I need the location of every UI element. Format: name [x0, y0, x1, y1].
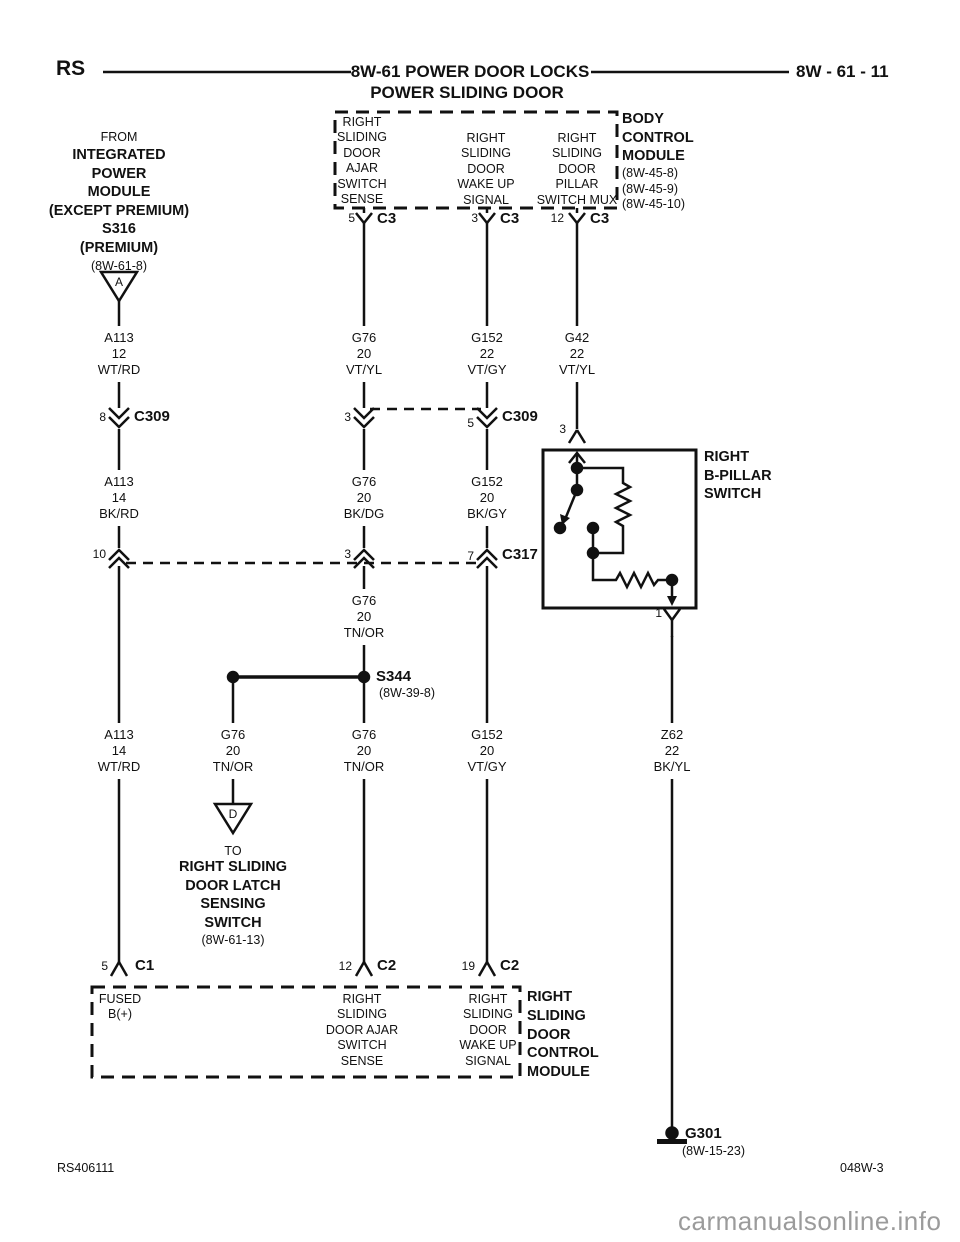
pin-number-bpillar-3: 3: [559, 422, 566, 436]
c3-connector-icons: [355, 212, 586, 226]
connector-label-c3-1: C3: [377, 210, 397, 227]
watermark: carmanualsonline.info: [678, 1206, 942, 1236]
ground-g301-ref: (8W-15-23): [682, 1144, 745, 1158]
footer-drawing-number: RS406111: [57, 1161, 115, 1175]
source-line: MODULE: [87, 184, 151, 201]
connector-label-c2-19: C2: [500, 957, 520, 974]
rsdcm-connector-icons: [109, 961, 497, 977]
pin-number-c3-2: 3: [471, 211, 478, 225]
pin-number-c1: 5: [101, 959, 108, 973]
bpillar-pin1-connector-icon: [662, 608, 682, 637]
pin-number-c309-1: 8: [99, 410, 106, 424]
pin-number-bpillar-1: 1: [655, 606, 662, 620]
pin-number-c2-19: 19: [461, 959, 475, 973]
connector-label-c317: C317: [502, 546, 538, 563]
latch-switch-label: TO RIGHT SLIDING DOOR LATCH SENSING SWIT…: [179, 844, 287, 948]
c309-connector-icons: [108, 407, 498, 429]
bpillar-switch-box: [541, 448, 698, 610]
latch-ref: (8W-61-13): [201, 933, 265, 948]
source-line: (EXCEPT PREMIUM): [48, 202, 190, 219]
source-ref: (8W-61-8): [90, 258, 148, 273]
pin-number-c2-12: 12: [338, 959, 352, 973]
triangle-d-letter: D: [228, 807, 238, 821]
splice-s344-ref: (8W-39-8): [379, 686, 436, 700]
pin-number-c3-1: 5: [348, 211, 355, 225]
connector-label-c1: C1: [135, 957, 155, 974]
ground-g301-icon: [657, 1126, 687, 1144]
pin-number-c317-2: 3: [344, 547, 351, 561]
connector-label-c2-12: C2: [377, 957, 397, 974]
rsdcm-box: [90, 985, 522, 1079]
rsdcm-module-name: RIGHT SLIDING DOOR CONTROL MODULE: [527, 989, 599, 1081]
source-module-label: FROM INTEGRATED POWER MODULE (EXCEPT PRE…: [49, 129, 189, 275]
header-subtitle: POWER SLIDING DOOR: [370, 83, 564, 102]
header-left-code: RS: [56, 57, 86, 80]
pin-number-c309-3: 5: [467, 416, 474, 430]
source-line: S316: [102, 221, 136, 238]
splice-s344-label: S344: [376, 668, 412, 685]
pin-number-c317-3: 7: [467, 549, 474, 563]
connector-label-c3-2: C3: [500, 210, 520, 227]
source-line: FROM: [100, 130, 138, 144]
splice-s344-icon: [226, 670, 371, 684]
header-title: 8W-61 POWER DOOR LOCKS: [350, 62, 590, 81]
connector-label-c309-1: C309: [134, 408, 170, 425]
triangle-a-icon: [98, 270, 140, 304]
connector-label-c3-3: C3: [590, 210, 610, 227]
header-page-number: 8W - 61 - 11: [796, 62, 889, 81]
source-line: POWER: [91, 165, 147, 182]
pin-number-c309-2: 3: [344, 410, 351, 424]
triangle-d-icon: [212, 802, 254, 836]
pin-number-c317-1: 10: [92, 547, 106, 561]
source-line: (PREMIUM): [79, 239, 159, 256]
bpillar-switch-internals: [553, 461, 679, 606]
bpillar-switch-label: RIGHT B-PILLAR SWITCH: [704, 449, 772, 503]
ground-g301-label: G301: [685, 1125, 722, 1142]
pin-number-c3-3: 12: [550, 211, 564, 225]
bcm-ref: (8W-45-9): [622, 181, 679, 196]
triangle-a-letter: A: [114, 275, 124, 289]
bpillar-pin3-connector-icon: [567, 429, 587, 490]
bcm-ref: (8W-45-10): [622, 197, 685, 212]
bcm-module-name: BODY CONTROL MODULE (8W-45-8) (8W-45-9) …: [622, 111, 694, 212]
bcm-ref: (8W-45-8): [622, 165, 679, 180]
c317-connector-icons: [108, 548, 498, 569]
footer-sheet-number: 048W-3: [840, 1161, 884, 1175]
connector-label-c309-3: C309: [502, 408, 538, 425]
source-line: INTEGRATED: [72, 147, 166, 163]
